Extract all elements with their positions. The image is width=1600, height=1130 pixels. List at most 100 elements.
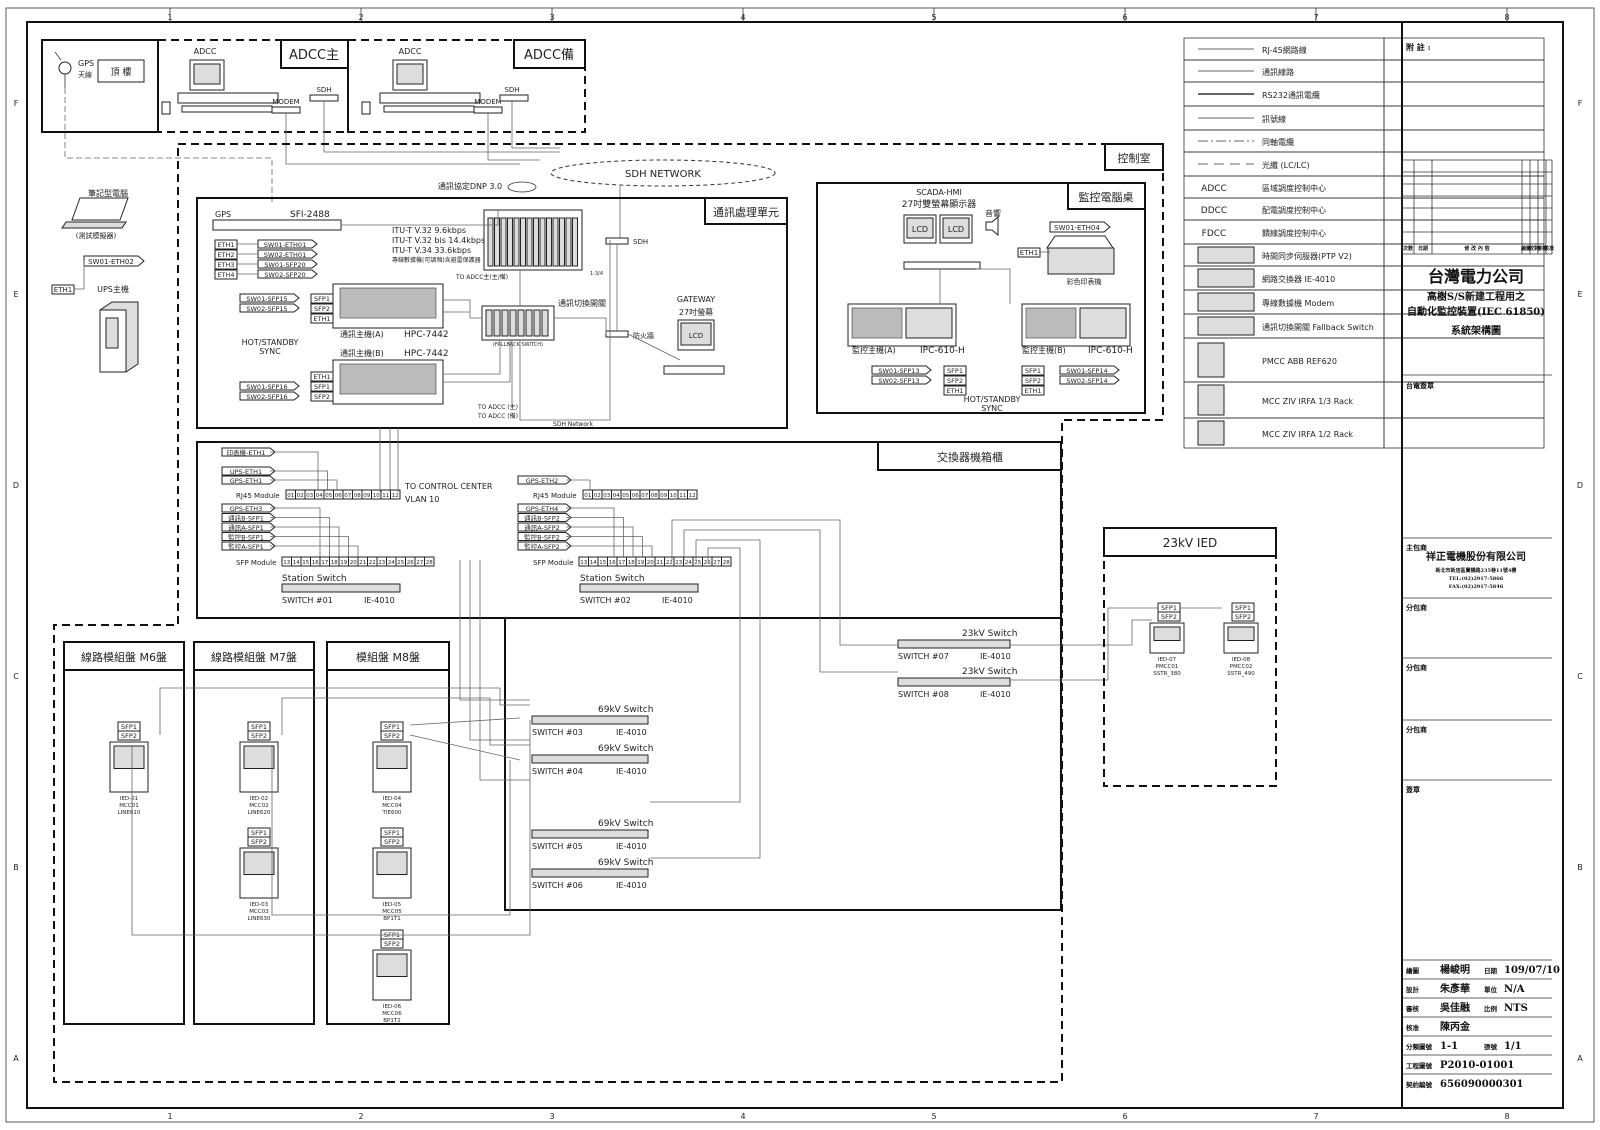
tb-row-3-label2: 比例 — [1484, 1004, 1498, 1013]
printer-label: 彩色印表機 — [1067, 277, 1102, 286]
ied-07-sfp2: SFP2 — [1161, 613, 1177, 621]
comm-sdh-label: SDH — [633, 238, 648, 246]
legend-item-10: 時間同步伺服器(PTP V2) — [1262, 251, 1352, 261]
sw69-1-name: SWITCH #03 — [532, 728, 583, 737]
antenna-label: 天線 — [78, 70, 92, 79]
scada-label: SCADA-HMI — [916, 188, 962, 197]
adcc-backup-pc-icon — [361, 59, 481, 115]
tb-row-2-label: 設計 — [1406, 985, 1420, 994]
comm-host-a-model: HPC-7442 — [404, 330, 449, 340]
legend-item-14: PMCC ABB REF620 — [1262, 357, 1337, 366]
vlan-label: VLAN 10 — [405, 495, 439, 504]
ied-23kv-title-box — [1103, 527, 1277, 557]
comm-gps-label: GPS — [215, 210, 231, 219]
modem-card — [539, 217, 546, 267]
signature-label: 簽章 — [1406, 785, 1420, 794]
switch-cabinet-bottom — [197, 617, 1062, 911]
cab-left-rj45-2-shape — [221, 466, 276, 476]
contractor-name: 祥正電機股份有限公司 — [1426, 550, 1526, 563]
cabinet-wires — [379, 428, 1222, 859]
legend-text-cell — [1383, 197, 1545, 221]
legend-text-cell — [1383, 129, 1545, 153]
tb-row-5-label2: 張號 — [1484, 1042, 1498, 1051]
right-rj45-port-01: 01 — [584, 493, 591, 499]
monitor-sfp-b-2-shape — [1059, 375, 1120, 385]
contractor-label: 主包商 — [1406, 543, 1427, 552]
cab-wire — [270, 526, 340, 557]
tb-row-4-label: 核准 — [1406, 1023, 1420, 1032]
fallback-card — [501, 309, 509, 337]
comm-hot-standby: HOT/STANDBY — [242, 338, 299, 347]
row-letter-left-C: C — [13, 672, 19, 681]
fallback-sub: (FALLBACK SWITCH) — [493, 342, 543, 348]
switch-cabinet-title-box — [877, 441, 1062, 471]
ied-08-sfp2: SFP2 — [1235, 613, 1251, 621]
comm-sfp-bot-1-shape — [239, 381, 300, 391]
panel-2-ied-2-sfp1: SFP1 — [251, 829, 267, 837]
sdh-network-small: SDH Network — [553, 421, 593, 428]
control-room-boundary — [53, 143, 1164, 1083]
right-sfp-port-28: 28 — [723, 560, 730, 566]
sw69-3-model: IE-4010 — [616, 842, 647, 851]
legend-item-7: 區域調度控制中心 — [1262, 183, 1326, 193]
modem-card — [552, 217, 559, 267]
adcc-main-title: ADCC主 — [289, 48, 339, 63]
switch-01-model: IE-4010 — [364, 596, 395, 605]
panel-2-ied-2-line-2: MCC03 — [249, 909, 269, 915]
modem-card — [494, 217, 500, 267]
sw69-4-icon — [531, 868, 649, 878]
modem-card — [507, 217, 513, 267]
cabinet-right-tags: GPS-ETH2GPS-ETH4通訊B-SFP2通訊A-SFP2監控B-SFP2… — [517, 475, 572, 551]
panel-1-title: 線路模組盤 M6盤 — [81, 650, 167, 664]
cab-wire — [566, 545, 653, 557]
tb-row-3-label: 審核 — [1405, 1004, 1420, 1013]
rev-header-7: 核准 — [1544, 245, 1554, 252]
cab-wire — [270, 451, 319, 490]
sw69-2-title: 69kV Switch — [598, 744, 653, 754]
panel-1-ied-1-sfp1: SFP1 — [121, 723, 137, 731]
legend-text-cell — [1383, 175, 1545, 199]
switch-01-icon — [281, 583, 401, 593]
sw23-1-name: SWITCH #07 — [898, 652, 949, 661]
rack-label: 1-3/4 — [590, 271, 603, 277]
left-rj45-port-03: 03 — [306, 493, 313, 499]
cab-wire — [270, 545, 359, 557]
tb-row-5-label: 分類圖號 — [1406, 1042, 1433, 1051]
cab-left-rj45-1-shape — [221, 447, 276, 457]
tb-row-3-value2: NTS — [1504, 1003, 1528, 1014]
adcc-backup-sdh-icon — [499, 94, 529, 102]
ied-23kv-devices: SFP1SFP2IED-07PMCC01SSTR_380SFP1SFP2IED-… — [1149, 602, 1259, 677]
cab-wire — [566, 507, 615, 557]
comm-port-bot-3: SFP2 — [314, 393, 330, 401]
cab-left-sfp-4: 監控B-SFP1 — [228, 533, 264, 542]
comm-sw-tag-2-shape — [257, 249, 318, 259]
cab-left-rj45-3-shape — [221, 475, 276, 485]
adcc-backup-sdh-label: SDH — [504, 86, 519, 94]
left-sfp-port-16: 16 — [312, 560, 319, 566]
ied-07-sfp2-shape — [1157, 611, 1181, 622]
right-sfp-port-25: 25 — [694, 560, 701, 566]
cab-right-rj45-1: GPS-ETH2 — [526, 477, 559, 485]
legend-item-1: RJ-45網路線 — [1262, 45, 1307, 55]
panel-2-ied-2-line-3: LINE630 — [248, 916, 271, 922]
cab-right-rj45-1-shape — [517, 475, 572, 485]
left-sfp-port-18: 18 — [331, 560, 338, 566]
tb-row-1-label2: 日期 — [1484, 966, 1498, 975]
sw69-3-title: 69kV Switch — [598, 819, 653, 829]
rj45-module-right: RJ45 Module — [533, 492, 577, 500]
row-letter-right-F: F — [1578, 99, 1583, 108]
modem-card — [559, 217, 565, 267]
sdh-network-cloud — [550, 159, 776, 187]
row-letter-right-D: D — [1577, 481, 1583, 490]
panel-2-ied-2-line-1: IED-03 — [250, 902, 269, 908]
legend-text-cell — [1383, 59, 1545, 83]
rev-header-5: 校對 — [1529, 245, 1539, 252]
panel-1-ied-1-line-1: IED-01 — [120, 796, 138, 802]
printer-eth1-tag — [1017, 247, 1041, 258]
panel-2-ied-1-sfp2-shape — [247, 730, 271, 741]
gps-server-icon — [212, 219, 342, 231]
adcc-main-modem-icon — [271, 106, 301, 114]
right-rj45-port-11: 11 — [679, 493, 686, 499]
